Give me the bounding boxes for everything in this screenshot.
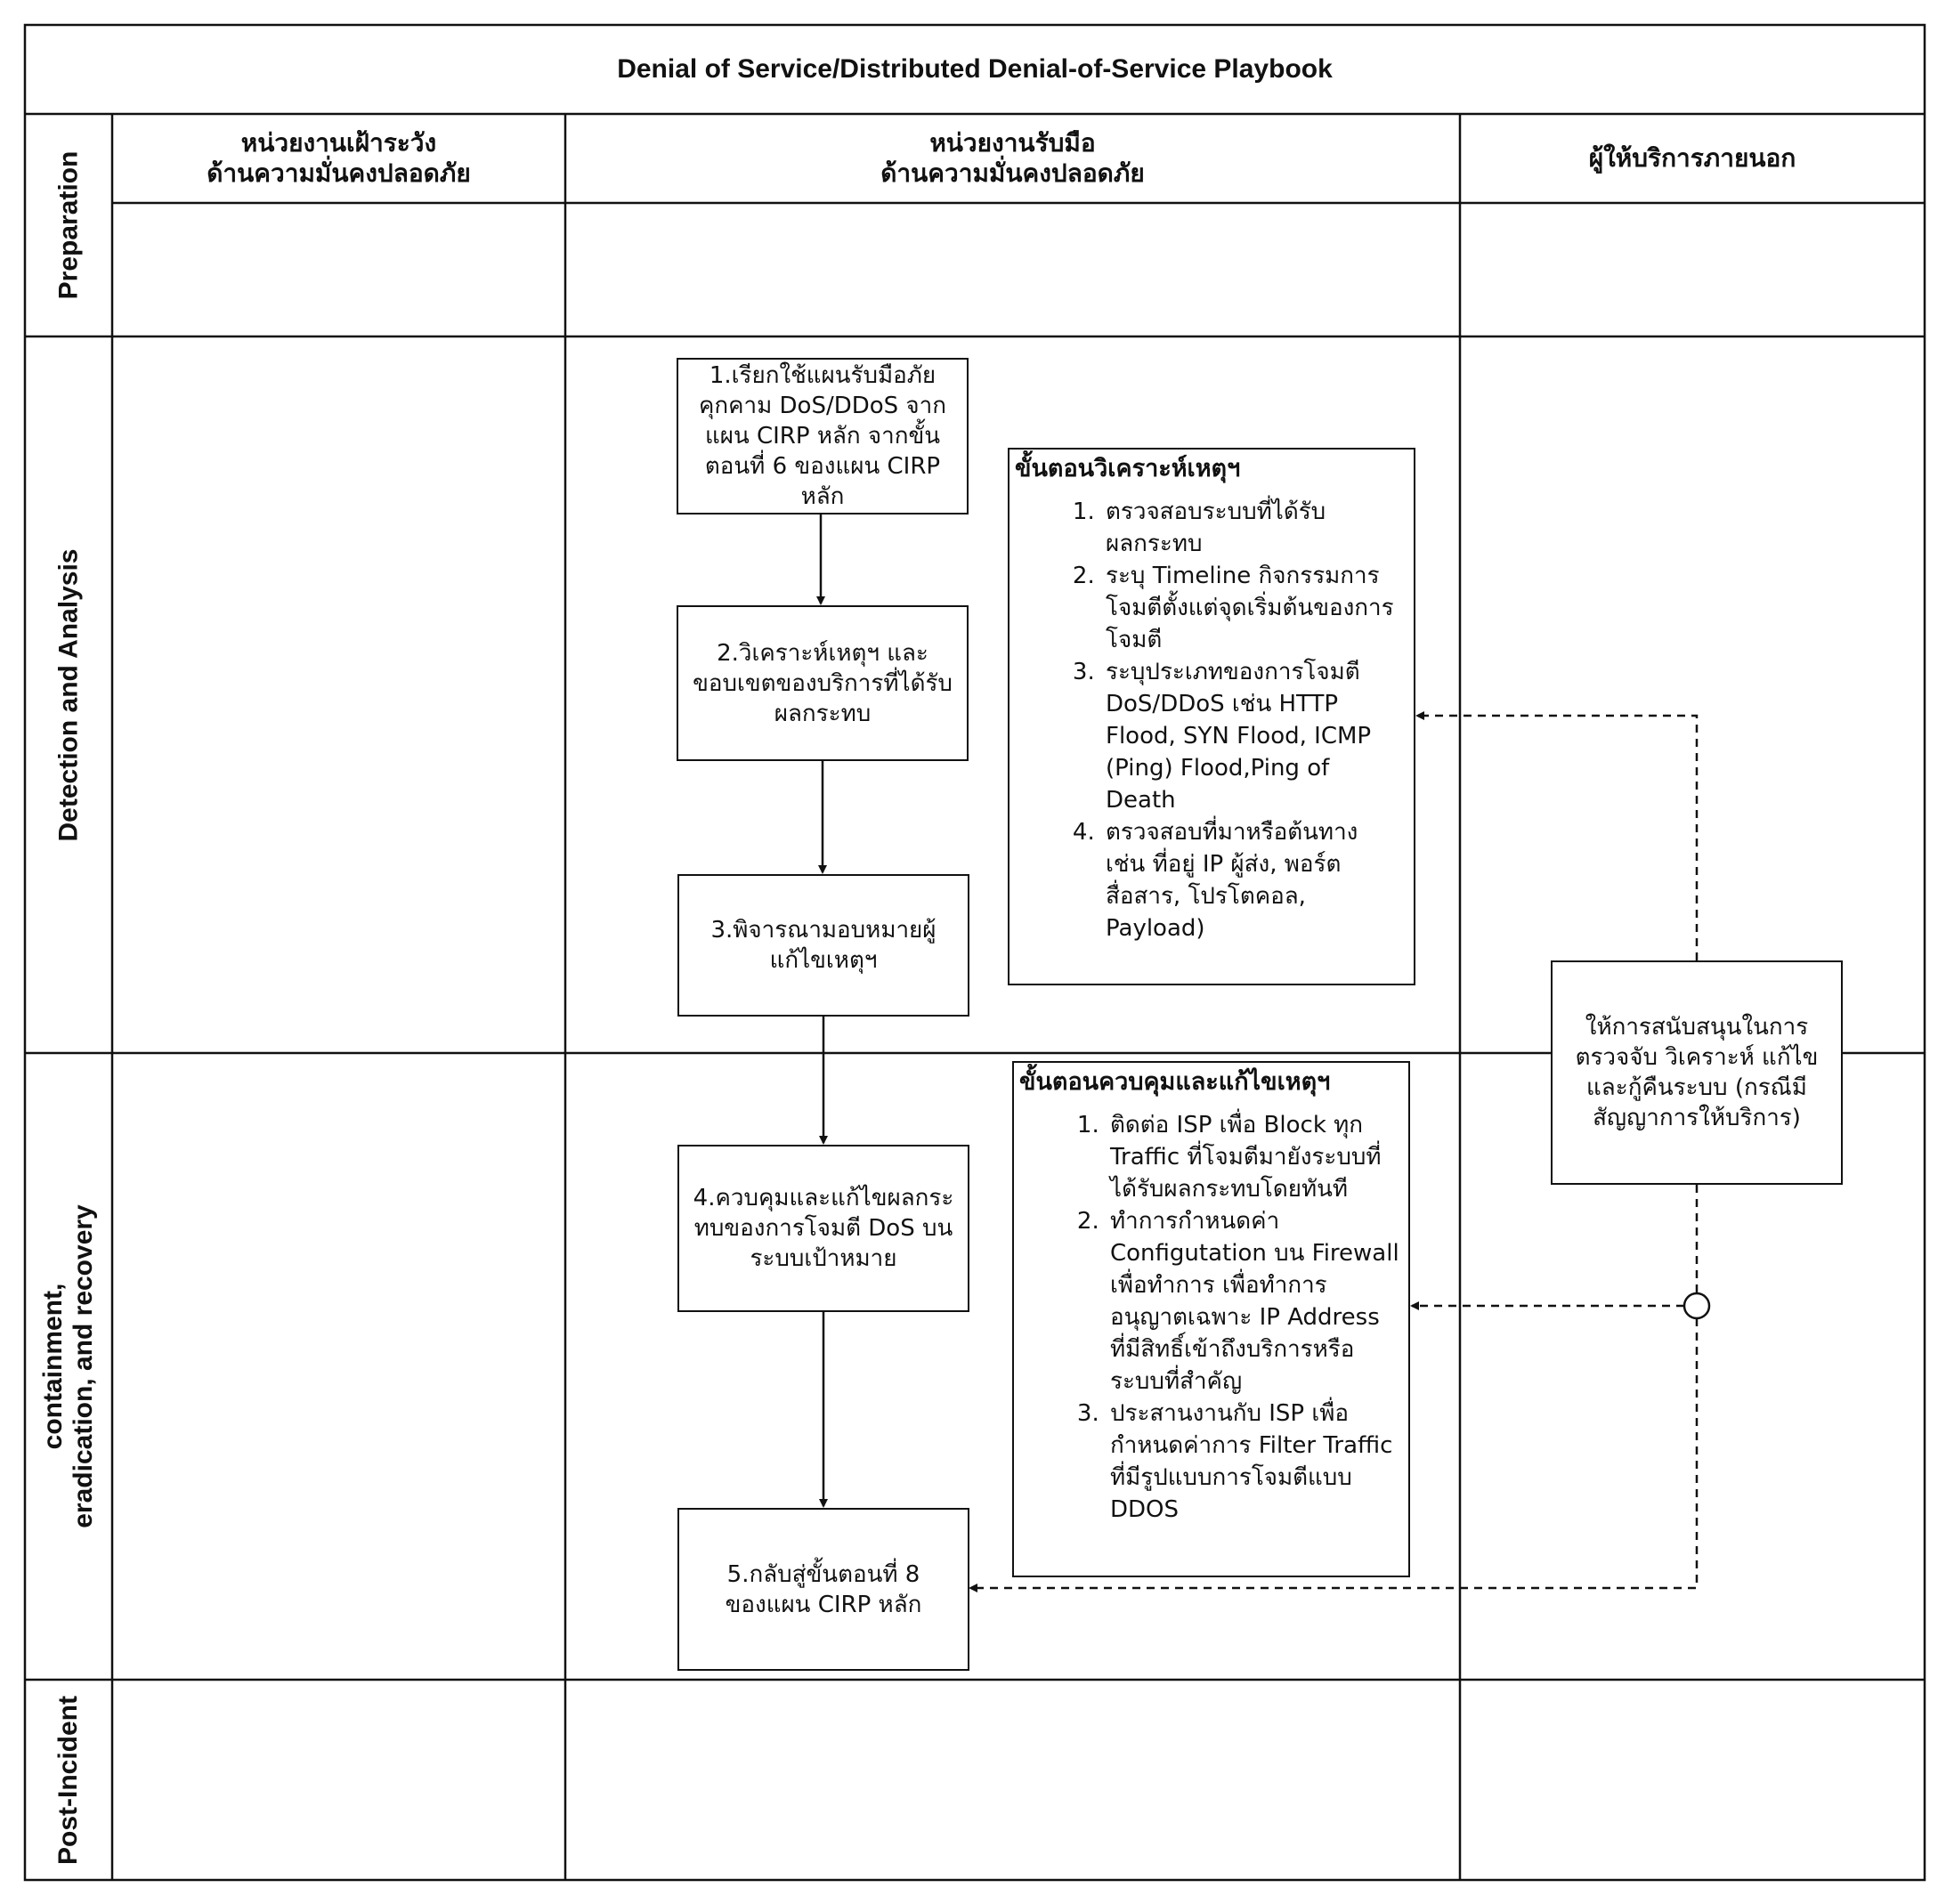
step-4-box: 4.ควบคุมและแก้ไขผลกระ ทบของการโจมตี DoS … (677, 1145, 969, 1312)
list-item: ประสานงานกับ ISP เพื่อ กำหนดค่าการ Filte… (1107, 1398, 1403, 1526)
analysis-procedure-heading: ขั้นตอนวิเคราะห์เหตุฯ (1015, 455, 1241, 482)
lane-header-response: หน่วยงานรับมือ ด้านความมั่นคงปลอดภัย (880, 128, 1145, 188)
phase-containment-recovery: containment, eradication, and recovery (38, 1204, 98, 1528)
containment-procedure-heading: ขั้นตอนควบคุมและแก้ไขเหตุฯ (1019, 1068, 1331, 1096)
outer-frame (23, 23, 1926, 1882)
step-3-box: 3.พิจารณามอบหมายผู้ แก้ไขเหตุฯ (677, 874, 969, 1017)
step-1-box: 1.เรียกใช้แผนรับมือภัย คุกคาม DoS/DDoS จ… (677, 358, 969, 514)
analysis-procedure-list: ตรวจสอบระบบที่ได้รับ ผลกระทบ ระบุ Timeli… (1015, 496, 1408, 944)
step-2-box: 2.วิเคราะห์เหตุฯ และ ขอบเขตของบริการที่ไ… (677, 605, 969, 761)
grid-lines (23, 23, 1926, 1882)
list-item: ตรวจสอบระบบที่ได้รับ ผลกระทบ (1102, 496, 1408, 560)
list-item: ทำการกำหนดค่า Configutation บน Firewall … (1107, 1205, 1403, 1398)
lane-header-monitoring: หน่วยงานเฝ้าระวัง ด้านความมั่นคงปลอดภัย (207, 128, 471, 188)
dashed-arrow-to-analysis (1415, 711, 1699, 960)
phase-preparation: Preparation (53, 150, 83, 300)
list-item: ติดต่อ ISP เพื่อ Block ทุก Traffic ที่โจ… (1107, 1109, 1403, 1205)
support-connectors (969, 711, 1699, 1592)
external-support-box: ให้การสนับสนุนในการ ตรวจจับ วิเคราะห์ แก… (1551, 960, 1843, 1185)
list-item: ตรวจสอบที่มาหรือต้นทาง เช่น ที่อยู่ IP ผ… (1102, 816, 1408, 944)
phase-post-incident: Post-Incident (53, 1695, 84, 1865)
list-item: ระบุประเภทของการโจมตี DoS/DDoS เช่น HTTP… (1102, 656, 1408, 816)
lane-header-external: ผู้ให้บริการภายนอก (1588, 143, 1796, 173)
containment-procedure-panel: ขั้นตอนควบคุมและแก้ไขเหตุฯ ติดต่อ ISP เพ… (1012, 1061, 1410, 1577)
diagram-title: Denial of Service/Distributed Denial-of-… (617, 54, 1333, 84)
phase-detection-analysis: Detection and Analysis (53, 548, 84, 841)
flow-arrows (816, 514, 828, 1508)
analysis-procedure-panel: ขั้นตอนวิเคราะห์เหตุฯ ตรวจสอบระบบที่ได้ร… (1008, 448, 1415, 985)
containment-procedure-list: ติดต่อ ISP เพื่อ Block ทุก Traffic ที่โจ… (1019, 1109, 1403, 1526)
dashed-arrow-to-step5 (969, 1318, 1699, 1592)
junction-circle (1682, 1292, 1711, 1320)
step-5-box: 5.กลับสู่ขั้นตอนที่ 8 ของแผน CIRP หลัก (677, 1508, 969, 1671)
list-item: ระบุ Timeline กิจกรรมการ โจมตีตั้งแต่จุด… (1102, 560, 1408, 656)
